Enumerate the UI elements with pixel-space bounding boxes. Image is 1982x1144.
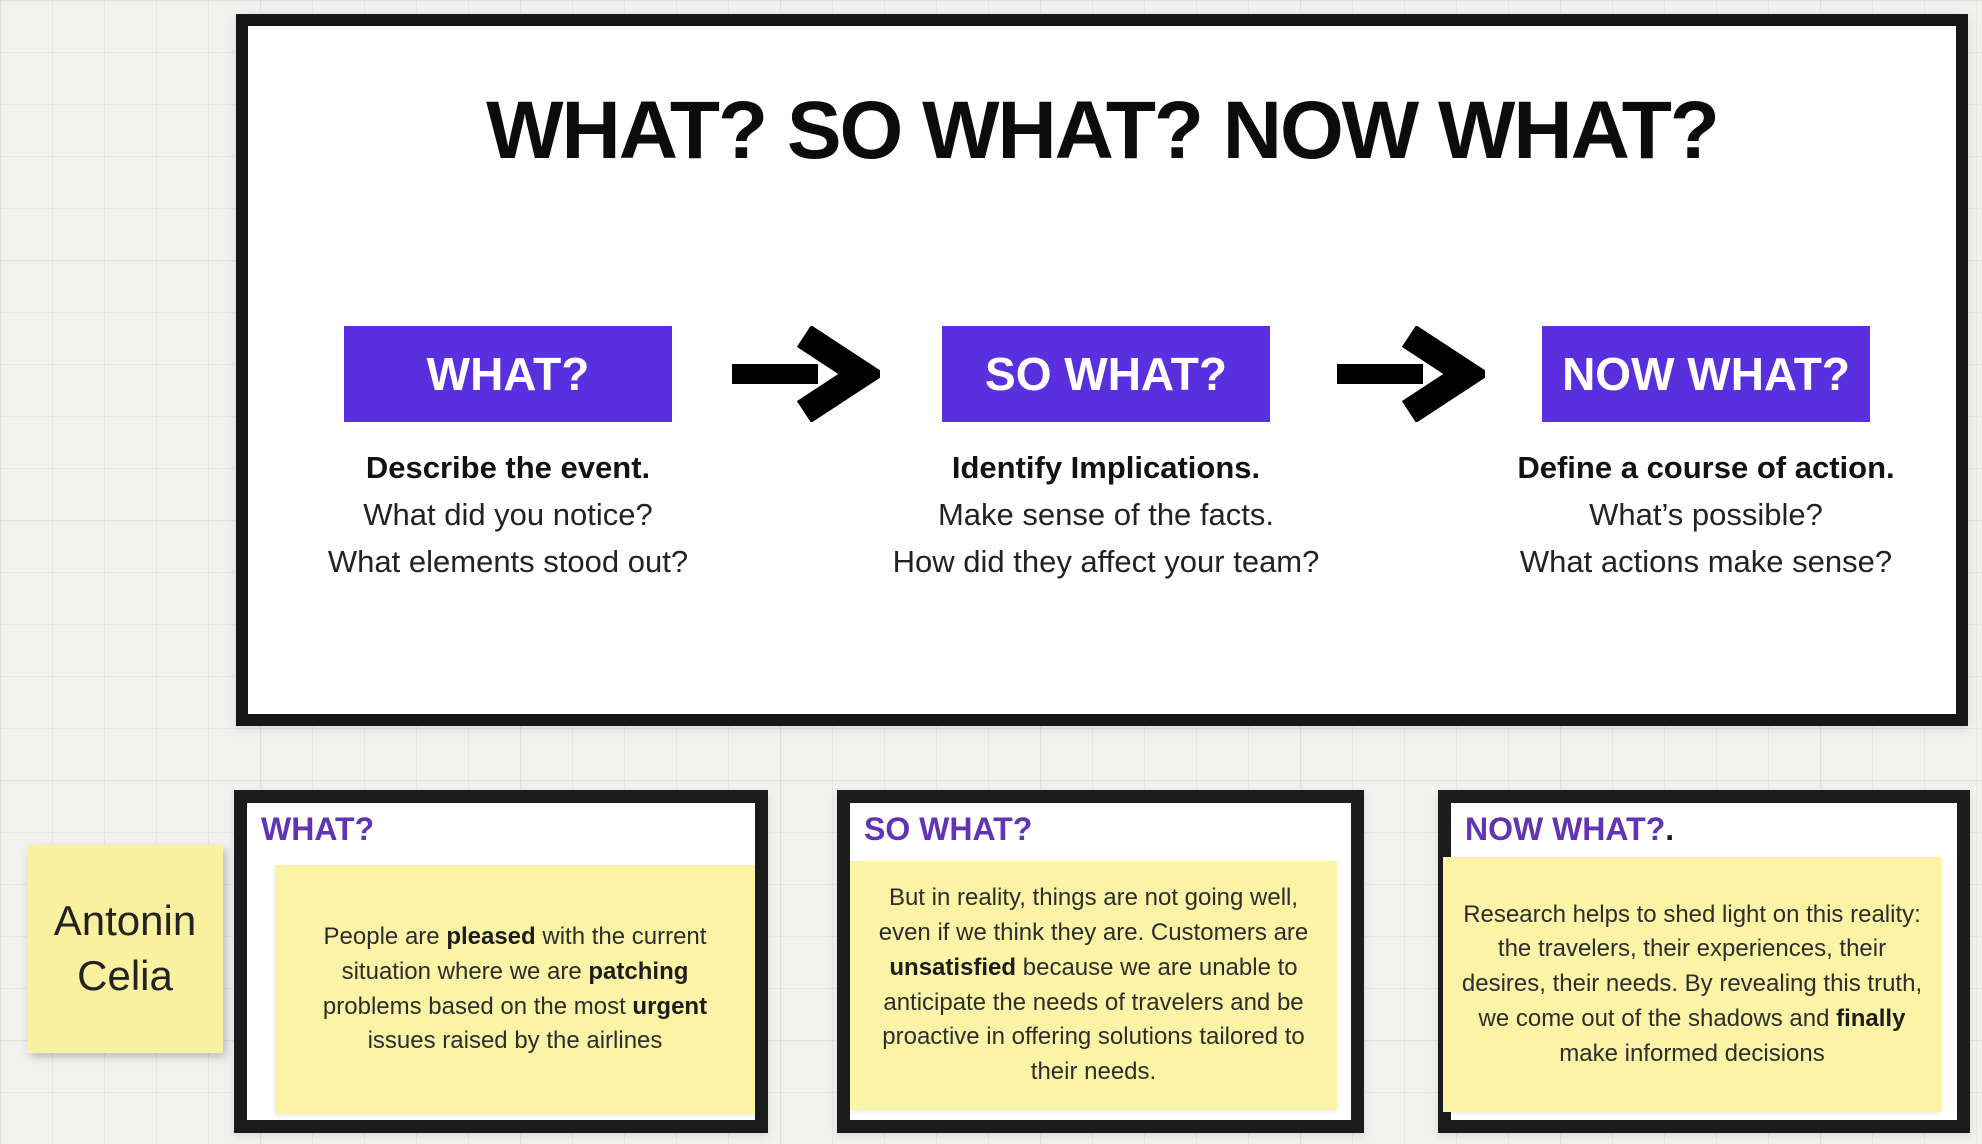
step-heading: Identify Implications. — [951, 450, 1261, 485]
arrow-right-icon — [730, 325, 886, 423]
step-line: Make sense of the facts. — [937, 497, 1274, 532]
sticky-note-what[interactable]: People are pleased with the current situ… — [275, 865, 755, 1114]
author-name: Antonin Celia — [53, 897, 197, 999]
step-column-what: WHAT? Describe the event. What did you n… — [248, 326, 768, 585]
step-heading: Describe the event. — [365, 450, 651, 485]
step-line: What actions make sense? — [1519, 544, 1893, 579]
step-label-box-so-what: SO WHAT? — [942, 326, 1270, 422]
answer-panel-what[interactable]: WHAT? People are pleased with the curren… — [234, 790, 768, 1133]
sticky-note-so-what[interactable]: But in reality, things are not going wel… — [850, 861, 1337, 1110]
step-line: How did they affect your team? — [892, 544, 1320, 579]
step-label-box-now-what: NOW WHAT? — [1542, 326, 1870, 422]
step-column-so-what: SO WHAT? Identify Implications. Make sen… — [846, 326, 1366, 585]
arrow-right-icon — [1335, 325, 1491, 423]
step-heading: Define a course of action. — [1517, 450, 1895, 485]
sticky-note-text: But in reality, things are not going wel… — [878, 884, 1309, 1086]
panel-heading-now-what: NOW WHAT?. — [1465, 811, 1675, 847]
author-sticky-note[interactable]: Antonin Celia — [27, 845, 223, 1053]
answer-panel-now-what[interactable]: NOW WHAT?. Research helps to shed light … — [1438, 790, 1970, 1133]
step-column-now-what: NOW WHAT? Define a course of action. Wha… — [1446, 326, 1966, 585]
sticky-note-text: Research helps to shed light on this rea… — [1461, 900, 1923, 1067]
sticky-note-now-what[interactable]: Research helps to shed light on this rea… — [1443, 857, 1941, 1112]
answer-panel-so-what[interactable]: SO WHAT? But in reality, things are not … — [837, 790, 1364, 1133]
step-line: What did you notice? — [363, 497, 653, 532]
step-line: What elements stood out? — [327, 544, 689, 579]
step-label-box-what: WHAT? — [344, 326, 672, 422]
sticky-note-text: People are pleased with the current situ… — [322, 922, 708, 1055]
framework-title: WHAT? SO WHAT? NOW WHAT? — [486, 85, 1720, 176]
step-line: What’s possible? — [1589, 497, 1823, 532]
framework-frame[interactable]: WHAT? SO WHAT? NOW WHAT? WHAT? Describe … — [236, 14, 1968, 726]
panel-heading-what: WHAT? — [261, 811, 375, 847]
panel-heading-so-what: SO WHAT? — [864, 811, 1033, 847]
